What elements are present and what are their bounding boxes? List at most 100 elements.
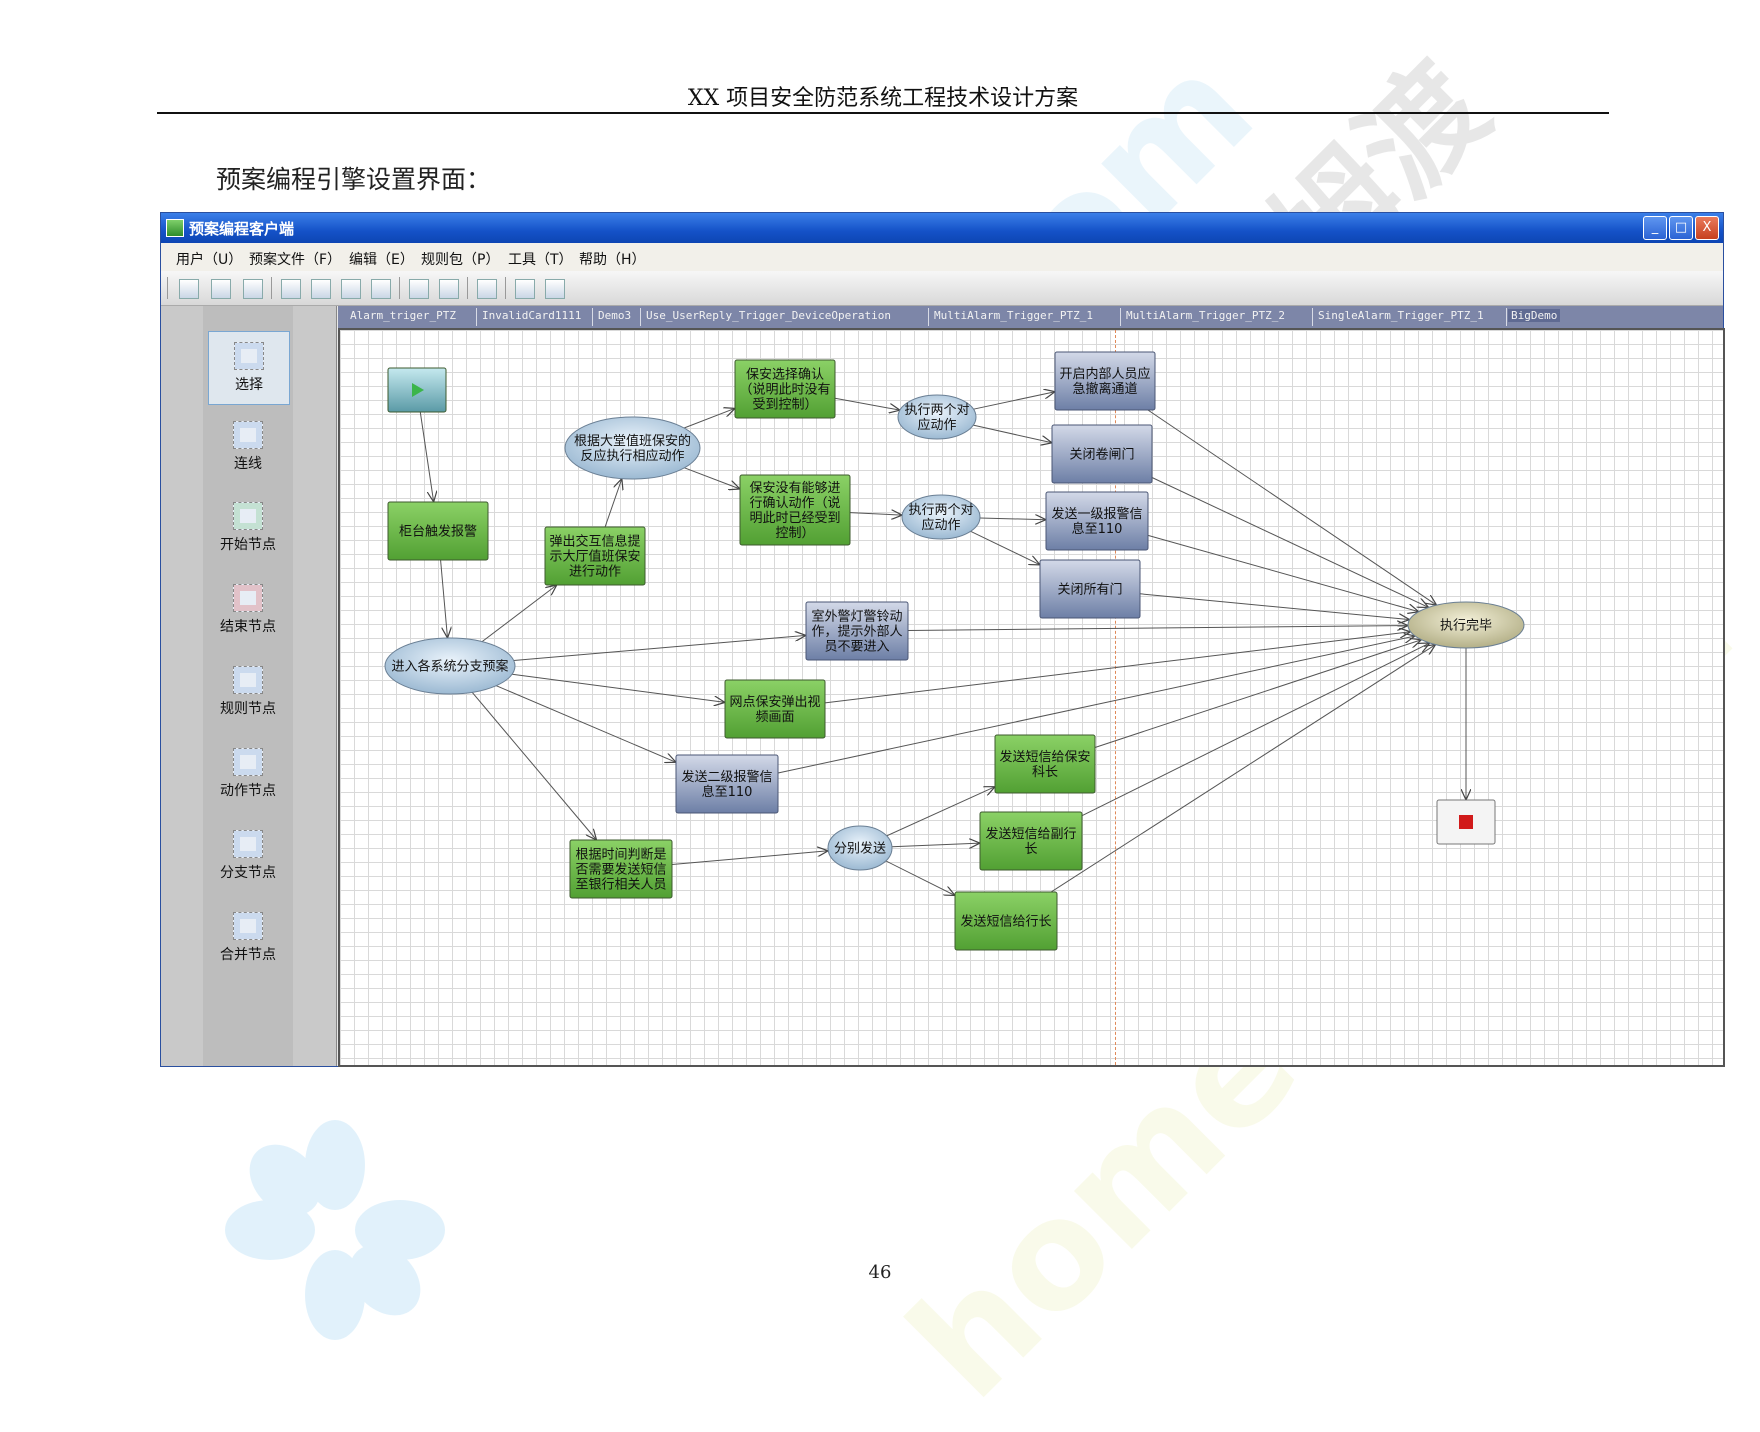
maximize-button[interactable]: □ <box>1669 216 1693 240</box>
flow-node-n-shutter[interactable]: 关闭卷闸门 <box>1051 424 1153 484</box>
flow-node-n-branch[interactable]: 进入各系统分支预案 <box>384 637 516 695</box>
menu-tools[interactable]: 工具（T） <box>508 252 573 268</box>
tab-bigdemo[interactable]: BigDemo <box>1508 309 1561 322</box>
node-label: 关闭所有门 <box>1057 583 1122 598</box>
flow-connector[interactable] <box>973 424 1052 443</box>
flow-node-start[interactable] <box>387 367 447 413</box>
flow-connector[interactable] <box>1050 645 1436 893</box>
flow-connector[interactable] <box>1151 477 1429 607</box>
title-bar[interactable]: 预案编程客户端 _ □ X <box>161 213 1723 243</box>
flow-connector[interactable] <box>891 843 980 847</box>
tool-action-node[interactable]: 动作节点 <box>208 738 288 810</box>
print-icon[interactable] <box>211 279 231 299</box>
tab-demo3[interactable]: Demo3 <box>598 309 632 322</box>
flow-connector[interactable] <box>684 467 740 489</box>
menu-user[interactable]: 用户（U） <box>176 252 243 268</box>
page-icon[interactable] <box>477 279 497 299</box>
delete-icon[interactable] <box>371 279 391 299</box>
flow-connector[interactable] <box>604 479 622 528</box>
flow-connector[interactable] <box>513 635 806 662</box>
flow-connector[interactable] <box>1139 593 1410 620</box>
menu-plan-file[interactable]: 预案文件（F） <box>249 252 342 268</box>
flow-connector[interactable] <box>824 632 1411 704</box>
tab-separator <box>476 308 477 326</box>
flow-node-n-counter[interactable]: 柜台触发报警 <box>387 501 489 561</box>
tool-select[interactable]: 选择 <box>208 331 290 405</box>
flow-connector[interactable] <box>979 518 1046 520</box>
close-button[interactable]: X <box>1695 216 1719 240</box>
flow-connector[interactable] <box>512 673 725 702</box>
tool-connect[interactable]: 连线 <box>208 411 288 483</box>
action-node-icon <box>233 748 263 776</box>
tool-rule-node[interactable]: 规则节点 <box>208 656 288 728</box>
tab-multialarm-2[interactable]: MultiAlarm_Trigger_PTZ_2 <box>1126 309 1285 322</box>
toolbar-separator <box>505 277 506 299</box>
tool-label: 规则节点 <box>220 701 276 717</box>
flow-connector[interactable] <box>440 559 448 638</box>
export-icon[interactable] <box>515 279 535 299</box>
tab-use-userreply[interactable]: Use_UserReply_Trigger_DeviceOperation <box>646 309 892 322</box>
flow-connector[interactable] <box>834 397 900 410</box>
minimize-button[interactable]: _ <box>1643 216 1667 240</box>
flow-node-n-closedoors[interactable]: 关闭所有门 <box>1039 559 1141 619</box>
flow-node-n-sms3[interactable]: 发送短信给行长 <box>954 891 1058 951</box>
menu-edit[interactable]: 编辑（E） <box>349 252 414 268</box>
flow-node-n-split[interactable]: 分别发送 <box>827 825 893 871</box>
tab-invalidcard1111[interactable]: InvalidCard1111 <box>482 309 582 322</box>
flow-connector[interactable] <box>777 636 1415 774</box>
flow-connector[interactable] <box>907 626 1408 631</box>
flow-connector[interactable] <box>970 530 1040 565</box>
node-label: 开启内部人员应 <box>1059 366 1150 382</box>
flow-connector[interactable] <box>1147 534 1419 611</box>
flow-connector[interactable] <box>496 685 676 763</box>
save-icon[interactable] <box>243 279 263 299</box>
menu-rule-package[interactable]: 规则包（P） <box>421 252 500 268</box>
tool-branch-node[interactable]: 分支节点 <box>208 820 288 892</box>
tab-alarm-triger-ptz[interactable]: Alarm_triger_PTZ <box>350 309 456 322</box>
tool-start-node[interactable]: 开始节点 <box>208 492 288 564</box>
flow-connector[interactable] <box>1094 640 1421 748</box>
paste-icon[interactable] <box>341 279 361 299</box>
flow-connector[interactable] <box>849 513 902 515</box>
flow-node-end[interactable] <box>1436 799 1496 845</box>
flow-node-n-done[interactable]: 执行完毕 <box>1407 601 1525 649</box>
tool-end-node[interactable]: 结束节点 <box>208 574 288 646</box>
flow-connector[interactable] <box>973 392 1055 410</box>
flow-connector[interactable] <box>419 411 433 502</box>
redo-icon[interactable] <box>439 279 459 299</box>
menu-help[interactable]: 帮助（H） <box>579 252 646 268</box>
node-shape <box>805 601 909 661</box>
flow-connector[interactable] <box>1147 409 1437 605</box>
flow-connector[interactable] <box>885 860 955 896</box>
tab-multialarm-1[interactable]: MultiAlarm_Trigger_PTZ_1 <box>934 309 1093 322</box>
flow-connector[interactable] <box>683 408 735 429</box>
undo-icon[interactable] <box>409 279 429 299</box>
cut-icon[interactable] <box>281 279 301 299</box>
tab-singlealarm-1[interactable]: SingleAlarm_Trigger_PTZ_1 <box>1318 309 1484 322</box>
flow-connector[interactable] <box>886 787 995 837</box>
flow-connector[interactable] <box>471 691 596 840</box>
tool-merge-node[interactable]: 合并节点 <box>208 902 288 974</box>
flow-connector[interactable] <box>481 585 557 643</box>
node-label: 受到控制） <box>752 398 817 413</box>
flow-canvas[interactable]: 柜台触发报警进入各系统分支预案弹出交互信息提示大厅值班保安进行动作 根据大堂值班保… <box>338 328 1725 1067</box>
flow-connector[interactable] <box>671 851 828 866</box>
import-icon[interactable] <box>545 279 565 299</box>
new-icon[interactable] <box>179 279 199 299</box>
flow-connector[interactable] <box>1081 643 1430 817</box>
copy-icon[interactable] <box>311 279 331 299</box>
